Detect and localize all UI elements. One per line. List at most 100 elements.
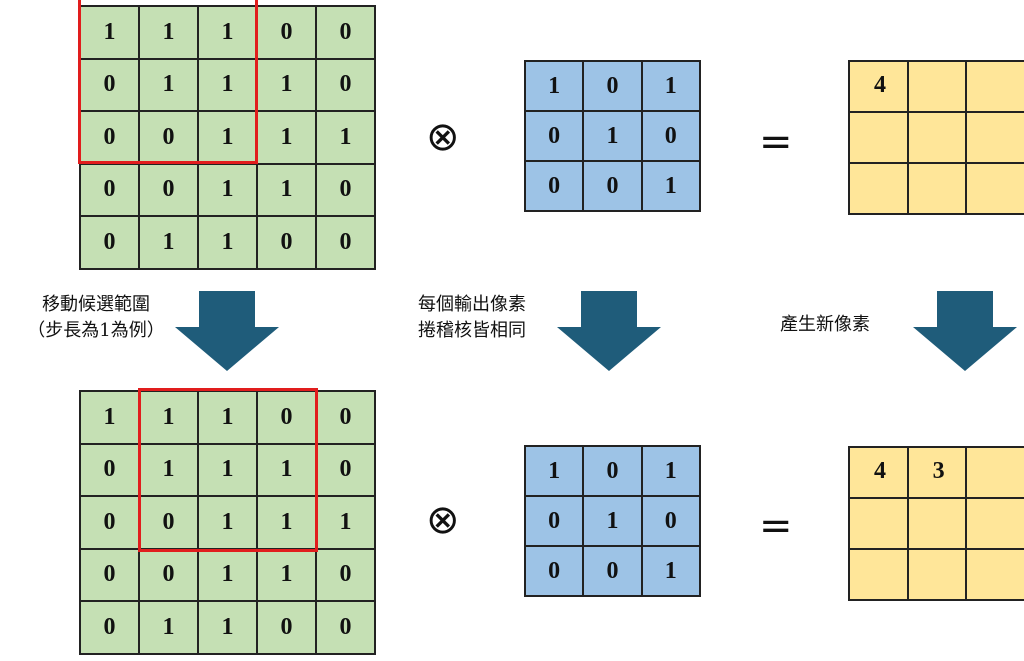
input-cell: 0 (80, 163, 139, 216)
caption-kernel-line1: 每個輸出像素 (418, 294, 526, 315)
input-cell: 0 (316, 391, 375, 444)
input-cell: 0 (80, 216, 139, 269)
kernel-cell: 1 (641, 61, 700, 111)
input-cell: 1 (257, 58, 316, 111)
kernel-cell: 1 (583, 111, 642, 161)
output-cell: 4 (849, 447, 908, 498)
output-cell (907, 61, 967, 112)
input-cell: 1 (198, 111, 257, 164)
input-cell: 0 (257, 601, 316, 654)
input-cell: 0 (139, 548, 198, 601)
input-cell: 0 (139, 163, 198, 216)
output-cell (849, 549, 908, 600)
caption-kernel-line2: 捲稽核皆相同 (418, 320, 526, 341)
output-cell (966, 61, 1024, 112)
kernel-cell: 0 (525, 496, 584, 546)
output-cell: 4 (849, 61, 908, 112)
input-cell: 1 (257, 496, 316, 549)
kernel-cell: 0 (525, 546, 584, 596)
input-cell: 1 (198, 391, 257, 444)
input-cell: 1 (198, 6, 257, 59)
kernel-cell: 0 (583, 161, 642, 211)
input-cell: 0 (316, 58, 375, 111)
output-cell (907, 163, 967, 214)
caption-move-line2: （步長為1為例） (27, 320, 165, 341)
output-cell (966, 447, 1024, 498)
output-cell (849, 163, 908, 214)
input-cell: 1 (80, 6, 139, 59)
output-cell (966, 163, 1024, 214)
output-cell (849, 112, 908, 163)
kernel-cell: 1 (641, 446, 700, 496)
input-cell: 1 (139, 601, 198, 654)
caption-new-pixel: 產生新像素 (780, 312, 870, 338)
caption-move-window: 移動候選範圍 （步長為1為例） (12, 292, 180, 344)
input-cell: 0 (80, 443, 139, 496)
kernel-cell: 0 (641, 496, 700, 546)
input-cell: 0 (80, 111, 139, 164)
caption-output-line1: 產生新像素 (780, 314, 870, 335)
input-cell: 1 (198, 443, 257, 496)
input-cell: 0 (257, 216, 316, 269)
input-cell: 0 (80, 601, 139, 654)
kernel-cell: 1 (641, 546, 700, 596)
equals-sign: = (759, 119, 793, 165)
input-cell: 0 (80, 58, 139, 111)
kernel-cell: 0 (583, 61, 642, 111)
input-cell: 1 (257, 443, 316, 496)
input-cell: 1 (257, 111, 316, 164)
convolution-operator-icon: ⊗ (426, 114, 460, 160)
caption-move-line1: 移動候選範圍 (42, 294, 150, 315)
input-cell: 1 (198, 216, 257, 269)
input-cell: 0 (316, 601, 375, 654)
input-cell: 0 (316, 163, 375, 216)
output-cell (907, 112, 967, 163)
equals-sign: = (759, 503, 793, 549)
input-cell: 1 (139, 443, 198, 496)
input-cell: 1 (257, 163, 316, 216)
output-cell (966, 112, 1024, 163)
output-cell (907, 549, 967, 600)
down-arrow-icon (557, 291, 661, 371)
input-cell: 1 (139, 216, 198, 269)
input-cell: 1 (198, 163, 257, 216)
kernel-cell: 0 (583, 546, 642, 596)
input-cell: 0 (80, 548, 139, 601)
output-cell (966, 549, 1024, 600)
output-cell (849, 498, 908, 549)
down-arrow-icon (913, 291, 1017, 371)
input-cell: 1 (139, 391, 198, 444)
kernel-cell: 1 (583, 496, 642, 546)
kernel-cell: 0 (525, 111, 584, 161)
caption-kernel-same: 每個輸出像素 捲稽核皆相同 (418, 292, 526, 344)
output-cell (966, 498, 1024, 549)
kernel-cell: 1 (525, 446, 584, 496)
input-cell: 0 (139, 496, 198, 549)
input-cell: 1 (80, 391, 139, 444)
input-cell: 1 (139, 58, 198, 111)
input-cell: 1 (316, 496, 375, 549)
input-cell: 0 (80, 496, 139, 549)
input-cell: 0 (257, 6, 316, 59)
input-cell: 1 (316, 111, 375, 164)
output-cell (907, 498, 967, 549)
input-cell: 1 (198, 601, 257, 654)
kernel-cell: 0 (525, 161, 584, 211)
input-cell: 1 (198, 496, 257, 549)
input-cell: 1 (257, 548, 316, 601)
input-cell: 0 (316, 6, 375, 59)
kernel-cell: 1 (641, 161, 700, 211)
input-cell: 1 (198, 58, 257, 111)
input-cell: 0 (316, 548, 375, 601)
kernel-cell: 0 (641, 111, 700, 161)
down-arrow-icon (175, 291, 279, 371)
kernel-cell: 0 (583, 446, 642, 496)
output-cell: 3 (907, 447, 967, 498)
kernel-cell: 1 (525, 61, 584, 111)
input-cell: 0 (257, 391, 316, 444)
